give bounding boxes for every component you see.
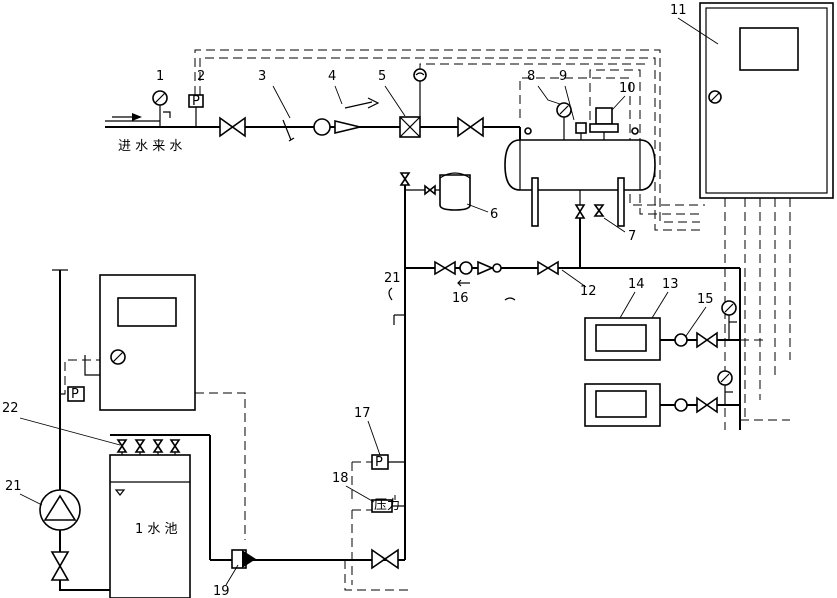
tank-note: 1 水 池 <box>135 522 178 537</box>
pressure-switch-18: 压力 <box>371 498 405 513</box>
label-21-riser: 21 <box>384 271 401 286</box>
strainer-3 <box>282 119 295 142</box>
label-9: 9 <box>559 69 567 84</box>
transmitter-left-symbol: P <box>71 387 79 402</box>
flow-meter <box>313 97 380 136</box>
label-19: 19 <box>213 584 230 598</box>
label-5: 5 <box>378 69 386 84</box>
tank-valves-22 <box>116 439 181 455</box>
pump-unit-13 <box>584 300 737 361</box>
left-control-panel <box>84 274 196 411</box>
label-16: 16 <box>452 291 469 306</box>
leader-lines <box>19 17 719 586</box>
label-22: 22 <box>2 401 19 416</box>
label-7: 7 <box>628 229 636 244</box>
label-10: 10 <box>619 81 636 96</box>
pump-unit-2 <box>584 370 733 427</box>
transmitter-17-symbol: P <box>375 455 383 470</box>
label-14: 14 <box>628 277 645 292</box>
switch-5 <box>399 68 427 138</box>
label-8: 8 <box>527 69 535 84</box>
label-18: 18 <box>332 471 349 486</box>
riser-top-valve <box>399 172 411 186</box>
pressure-gauge-1 <box>152 90 171 127</box>
signal-lines <box>60 49 791 591</box>
label-1: 1 <box>156 69 164 84</box>
label-3: 3 <box>258 69 266 84</box>
label-11: 11 <box>670 3 687 18</box>
label-21-pump: 21 <box>5 479 22 494</box>
pressure-tank-8 <box>504 127 656 227</box>
label-6: 6 <box>490 207 498 222</box>
label-17: 17 <box>354 406 371 421</box>
number-labels: 1 2 3 4 5 6 7 8 9 10 11 12 13 14 15 16 1… <box>2 3 714 598</box>
gate-valve-2 <box>457 116 484 138</box>
riser-symbol-21 <box>388 287 516 325</box>
label-13: 13 <box>662 277 679 292</box>
transmitter-2-symbol: P <box>192 94 200 109</box>
drain-valve-7 <box>574 190 605 219</box>
pump-21 <box>39 489 81 581</box>
water-tank: 1 水 池 <box>109 454 191 598</box>
valve-group-16 <box>434 260 502 287</box>
expansion-tank-6 <box>424 172 471 211</box>
label-4: 4 <box>328 69 336 84</box>
safety-valve-10 <box>589 107 619 140</box>
meter-19 <box>231 549 256 569</box>
switch-18-symbol: 压力 <box>374 498 400 513</box>
pressure-transmitter-left: P <box>67 386 85 402</box>
valve-12 <box>537 260 559 276</box>
pressure-transmitter-2: P <box>188 94 204 127</box>
tank-gauge-9 <box>556 102 587 140</box>
inlet-gate-valve <box>219 116 246 138</box>
inlet-note: 进 水 来 水 <box>118 139 182 154</box>
label-15: 15 <box>697 292 714 307</box>
inlet-arrow: 进 水 来 水 <box>112 113 182 154</box>
pressure-transmitter-17: P <box>371 454 405 470</box>
control-cabinet-11 <box>699 2 834 199</box>
label-12: 12 <box>580 284 597 299</box>
label-2: 2 <box>197 69 205 84</box>
bottom-gate-valve <box>371 548 399 570</box>
